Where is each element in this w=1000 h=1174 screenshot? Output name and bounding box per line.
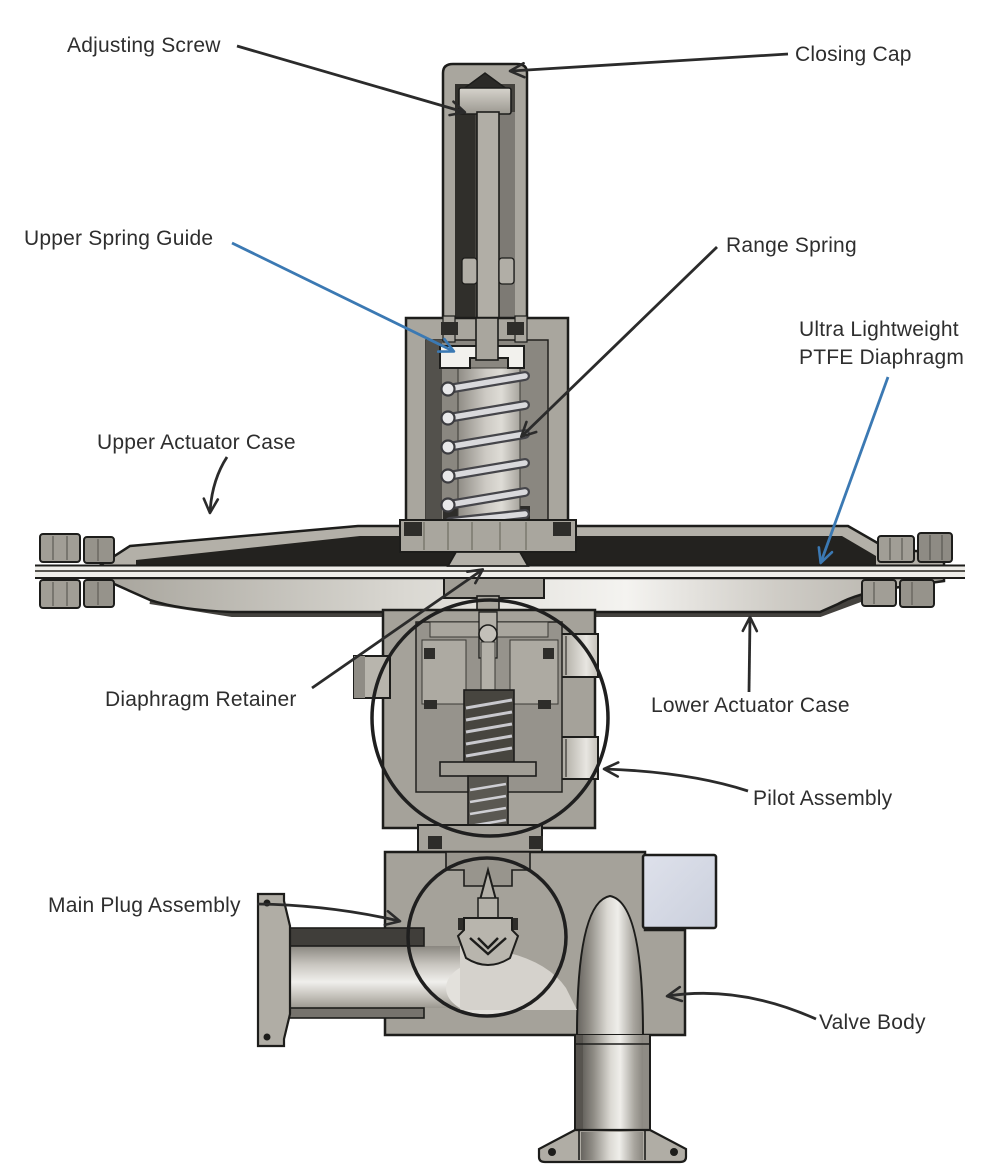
label-adjusting-screw: Adjusting Screw <box>67 34 221 57</box>
labels: Adjusting Screw Closing Cap Upper Spring… <box>24 34 964 1034</box>
ptfe-diaphragm <box>35 564 965 579</box>
upper-spring-guide <box>439 317 525 369</box>
label-ptfe-diaphragm-line2: PTFE Diaphragm <box>799 346 964 369</box>
leader-main-plug-assembly <box>256 902 402 927</box>
pilot-spring-lower <box>467 775 509 829</box>
label-lower-actuator-case: Lower Actuator Case <box>651 694 850 717</box>
case-bolts-left <box>39 533 115 609</box>
leader-lines <box>202 44 890 1021</box>
leader-adjusting-screw <box>236 44 467 117</box>
bonnet-flange-boss <box>399 519 577 553</box>
label-valve-body: Valve Body <box>819 1011 926 1034</box>
leader-range-spring <box>519 245 718 438</box>
leader-valve-body <box>665 985 817 1021</box>
leader-pilot-assembly <box>602 761 749 793</box>
leader-ptfe-diaphragm <box>817 376 890 565</box>
adjusting-screw <box>458 72 515 323</box>
case-bolts-right <box>861 532 953 608</box>
leader-closing-cap <box>508 52 789 79</box>
outlet-pipe <box>537 894 688 1164</box>
main-plug-circle-annotation <box>406 856 568 1018</box>
pilot-spring-upper <box>463 689 515 765</box>
label-main-plug-assembly: Main Plug Assembly <box>48 894 241 917</box>
valve-body <box>256 824 718 1164</box>
leader-diaphragm-retainer <box>311 568 485 690</box>
inlet-flange <box>256 892 292 1048</box>
label-closing-cap: Closing Cap <box>795 43 912 66</box>
label-upper-actuator-case: Upper Actuator Case <box>97 431 296 454</box>
label-pilot-assembly: Pilot Assembly <box>753 787 893 810</box>
label-range-spring: Range Spring <box>726 234 857 257</box>
leader-upper-actuator-case <box>202 456 229 515</box>
inlet-upper-wall <box>286 927 425 947</box>
leader-lower-actuator-case <box>741 615 759 693</box>
label-upper-spring-guide: Upper Spring Guide <box>24 227 213 250</box>
leader-upper-spring-guide <box>231 241 456 353</box>
label-diaphragm-retainer: Diaphragm Retainer <box>105 688 297 711</box>
body-blue-block <box>641 853 718 930</box>
inlet-pipe <box>256 892 577 1048</box>
label-ptfe-diaphragm-line1: Ultra Lightweight <box>799 318 959 341</box>
range-spring <box>440 367 530 527</box>
pilot-assembly-circle-annotation <box>370 598 610 838</box>
pilot-assembly <box>353 608 599 830</box>
inlet-lower-wall <box>286 1007 425 1019</box>
